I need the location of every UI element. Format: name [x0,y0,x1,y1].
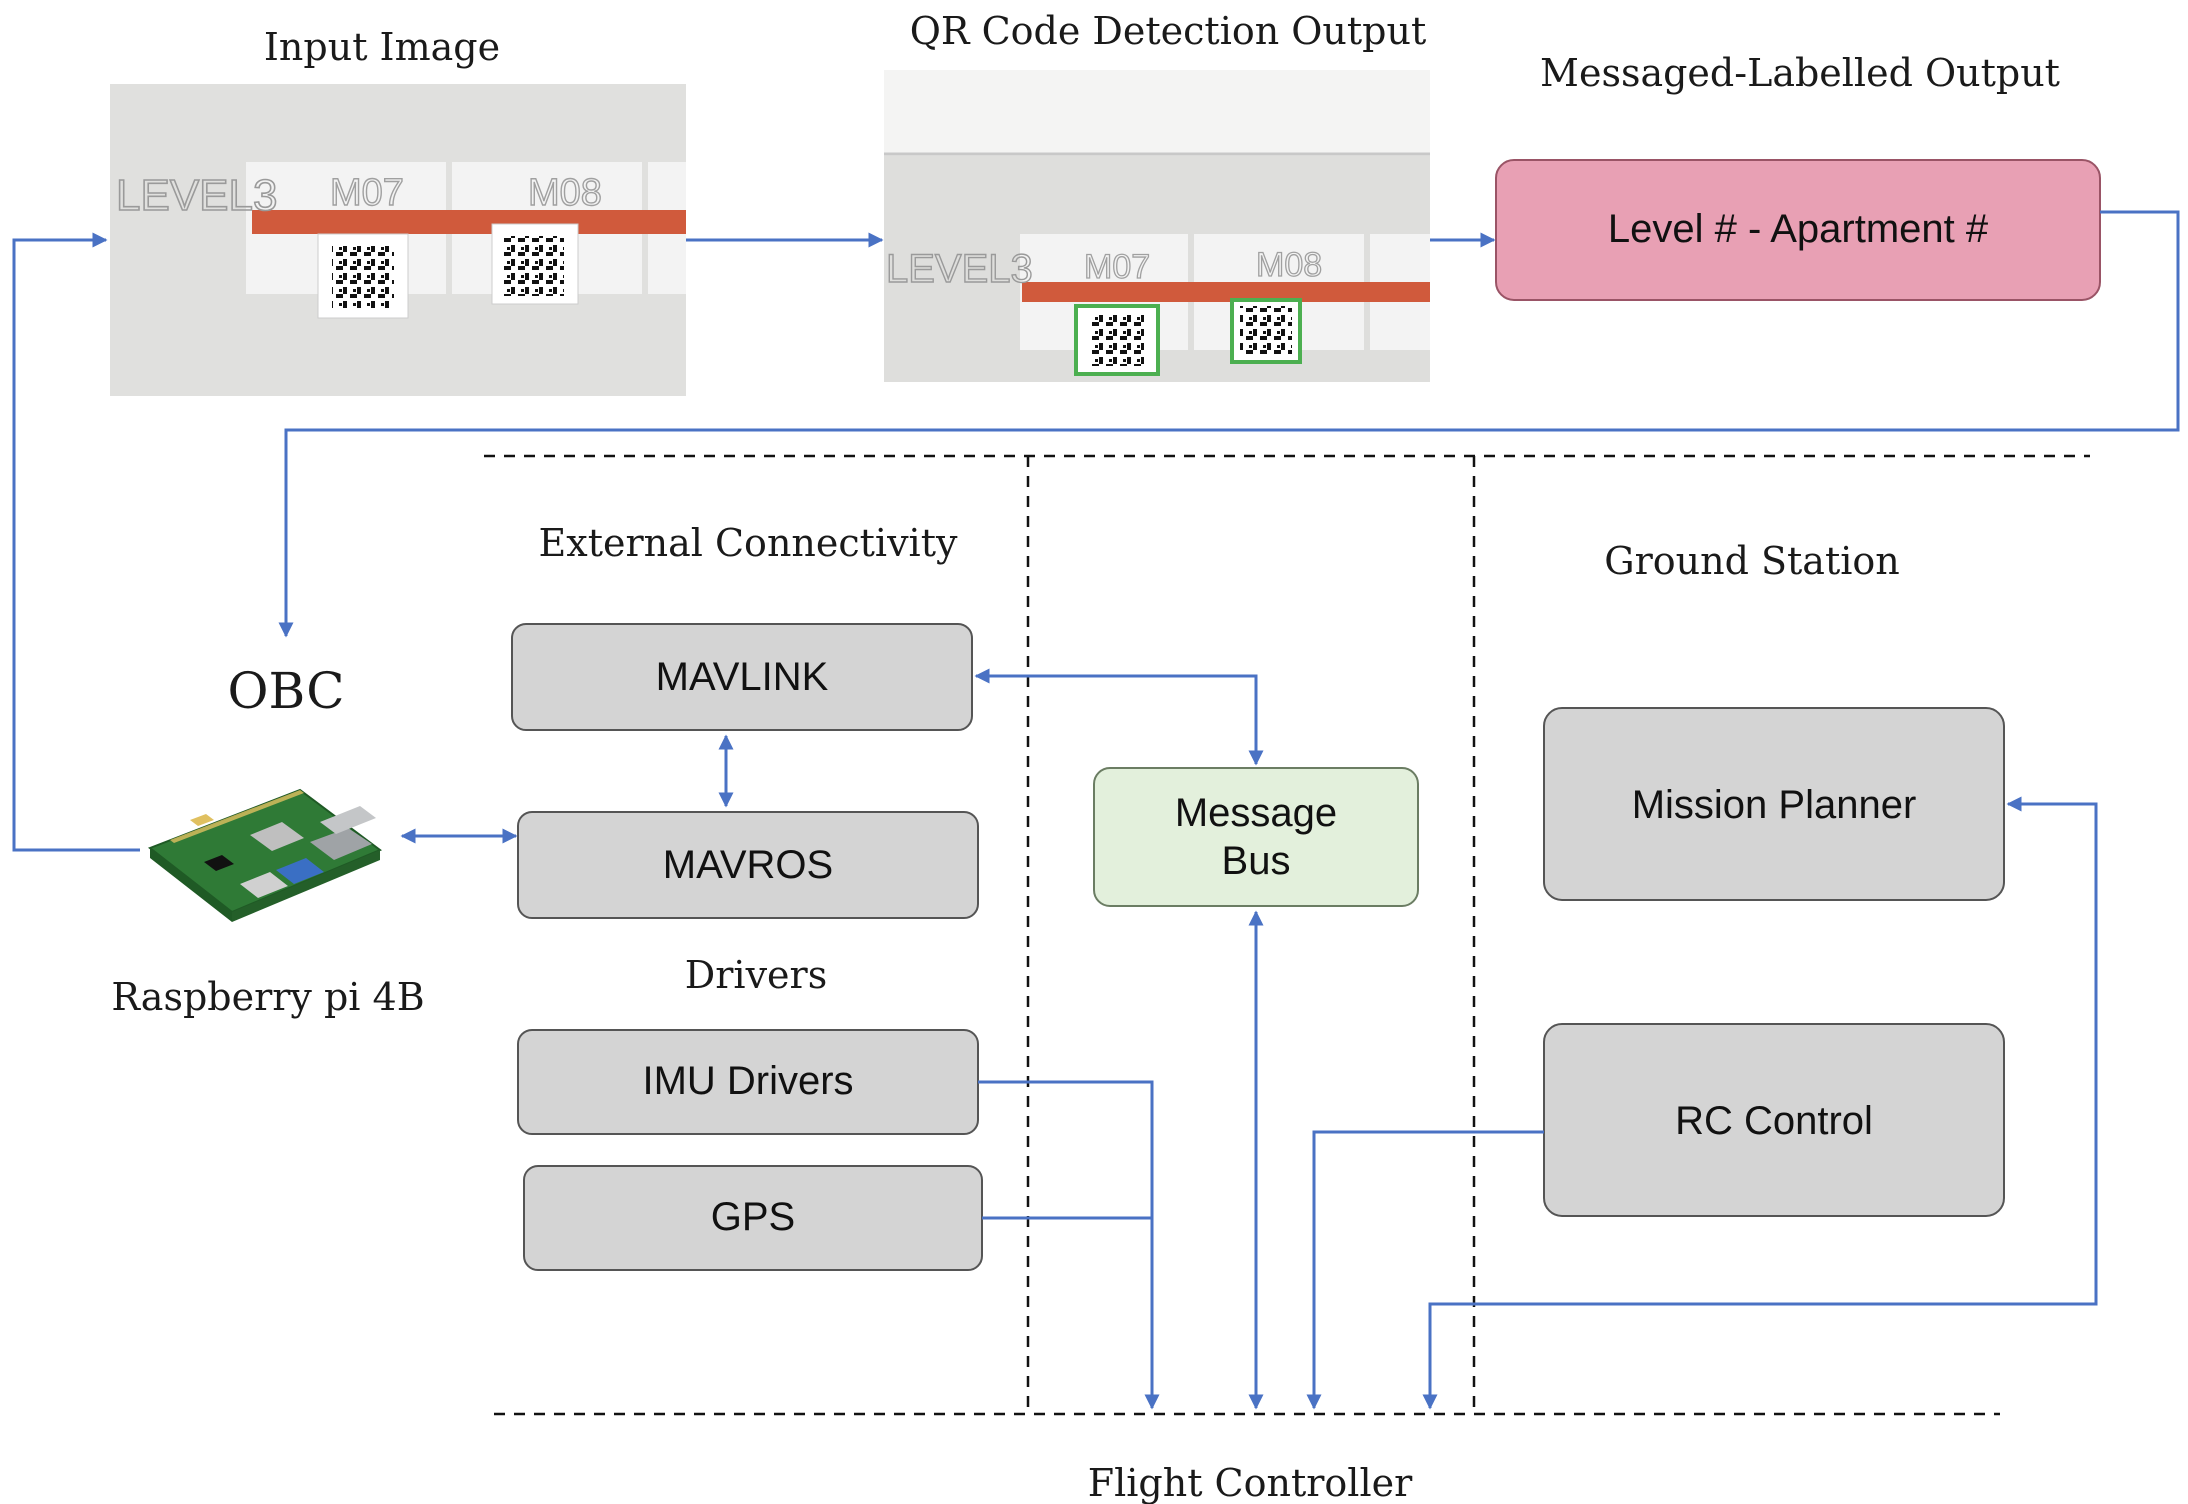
rc-control-label: RC Control [1675,1099,1873,1143]
raspberry-pi-board-icon [147,788,382,922]
imu-drivers-label: IMU Drivers [642,1059,853,1103]
qr-code-icon [504,236,564,296]
photo-level-label: LEVEL3 [116,171,277,220]
qr-photo-apt2-label: M08 [1256,246,1322,284]
ground-station-title: Ground Station [1604,539,1899,583]
mavlink-label: MAVLINK [656,655,829,699]
qr-photo-apt1-label: M07 [1084,248,1150,286]
flight-controller-title: Flight Controller [1088,1461,1413,1504]
mavros-label: MAVROS [663,843,833,887]
arrow-label-to-obc [278,210,2180,638]
qr-code-icon [332,246,394,308]
input-image-title: Input Image [264,25,500,69]
qr-output-title: QR Code Detection Output [910,9,1427,53]
level-apartment-box [1495,159,2101,301]
gps-label: GPS [711,1195,795,1239]
message-bus-label-line2: Bus [1222,839,1291,883]
obc-title: OBC [228,662,345,720]
mavros-box [517,811,979,919]
input-image-photo: LEVEL3 M07 M08 [110,84,686,396]
mission-planner-label: Mission Planner [1632,783,1917,827]
qr-code-icon [1240,306,1292,356]
tape-strip [252,210,686,234]
mavlink-box [511,623,973,731]
arrow-mavlink-messagebus [974,668,1264,766]
arrow-imu-to-flightcontroller [978,1080,1160,1410]
arrow-raspberry-to-input [12,232,140,852]
message-output-title: Messaged-Labelled Output [1540,51,2060,95]
qr-photo-level-label: LEVEL3 [886,247,1033,291]
arrow-missionplanner-flightcontroller [1422,796,2098,1410]
photo-apt1-label: M07 [330,172,404,214]
external-connectivity-title: External Connectivity [539,521,958,565]
drivers-title: Drivers [685,953,827,997]
photo-apt2-label: M08 [528,172,602,214]
qr-code-icon [1090,314,1144,366]
message-bus-box [1093,767,1419,907]
qr-detection-photo: LEVEL3 M07 M08 [884,70,1430,382]
message-bus-label-line1: Message [1175,791,1337,835]
raspberry-title: Raspberry pi 4B [111,975,424,1019]
level-apartment-label: Level # - Apartment # [1608,207,1989,251]
